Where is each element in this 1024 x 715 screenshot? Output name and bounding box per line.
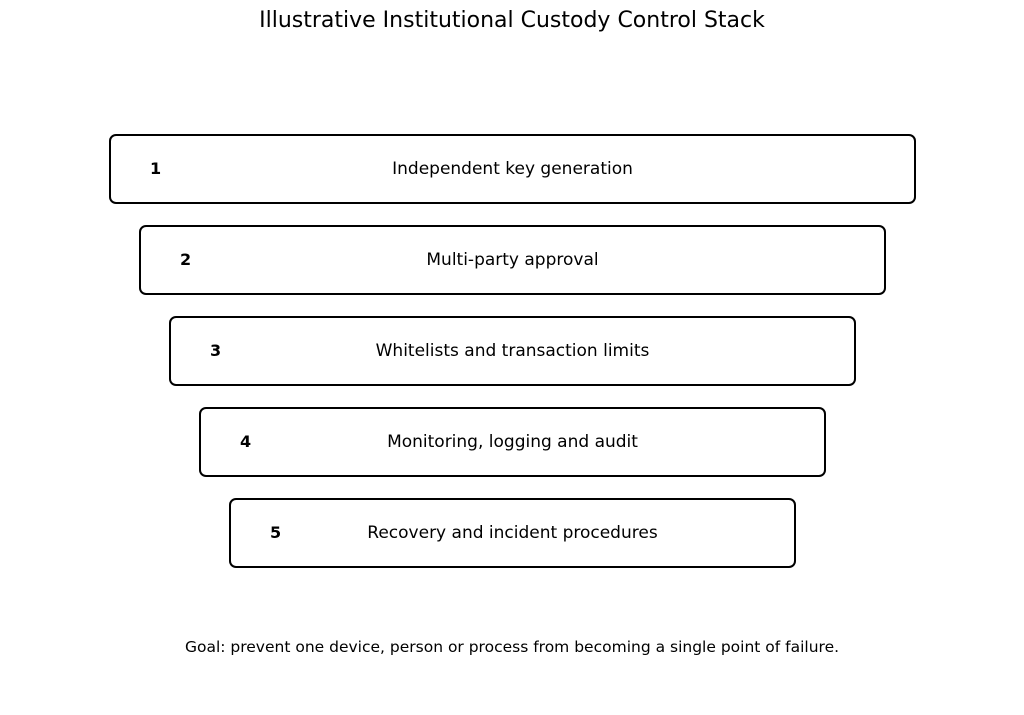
control-layer-1: Independent key generation 1 bbox=[109, 134, 916, 204]
control-layer-5: Recovery and incident procedures 5 bbox=[229, 498, 796, 568]
diagram-title: Illustrative Institutional Custody Contr… bbox=[259, 8, 765, 33]
layer-number: 4 bbox=[240, 432, 252, 451]
control-layer-2: Multi-party approval 2 bbox=[139, 225, 886, 295]
layer-number: 1 bbox=[150, 159, 162, 178]
layer-number: 3 bbox=[210, 341, 222, 360]
layer-label: Multi-party approval bbox=[426, 250, 599, 270]
layer-label: Independent key generation bbox=[392, 159, 633, 179]
layer-label: Whitelists and transaction limits bbox=[375, 341, 650, 361]
control-layer-4: Monitoring, logging and audit 4 bbox=[199, 407, 826, 477]
control-layer-3: Whitelists and transaction limits 3 bbox=[169, 316, 856, 386]
goal-footnote: Goal: prevent one device, person or proc… bbox=[184, 638, 840, 656]
layer-label: Monitoring, logging and audit bbox=[387, 432, 638, 452]
layer-label: Recovery and incident procedures bbox=[367, 523, 658, 543]
layer-number: 5 bbox=[270, 523, 282, 542]
layer-number: 2 bbox=[180, 250, 192, 269]
